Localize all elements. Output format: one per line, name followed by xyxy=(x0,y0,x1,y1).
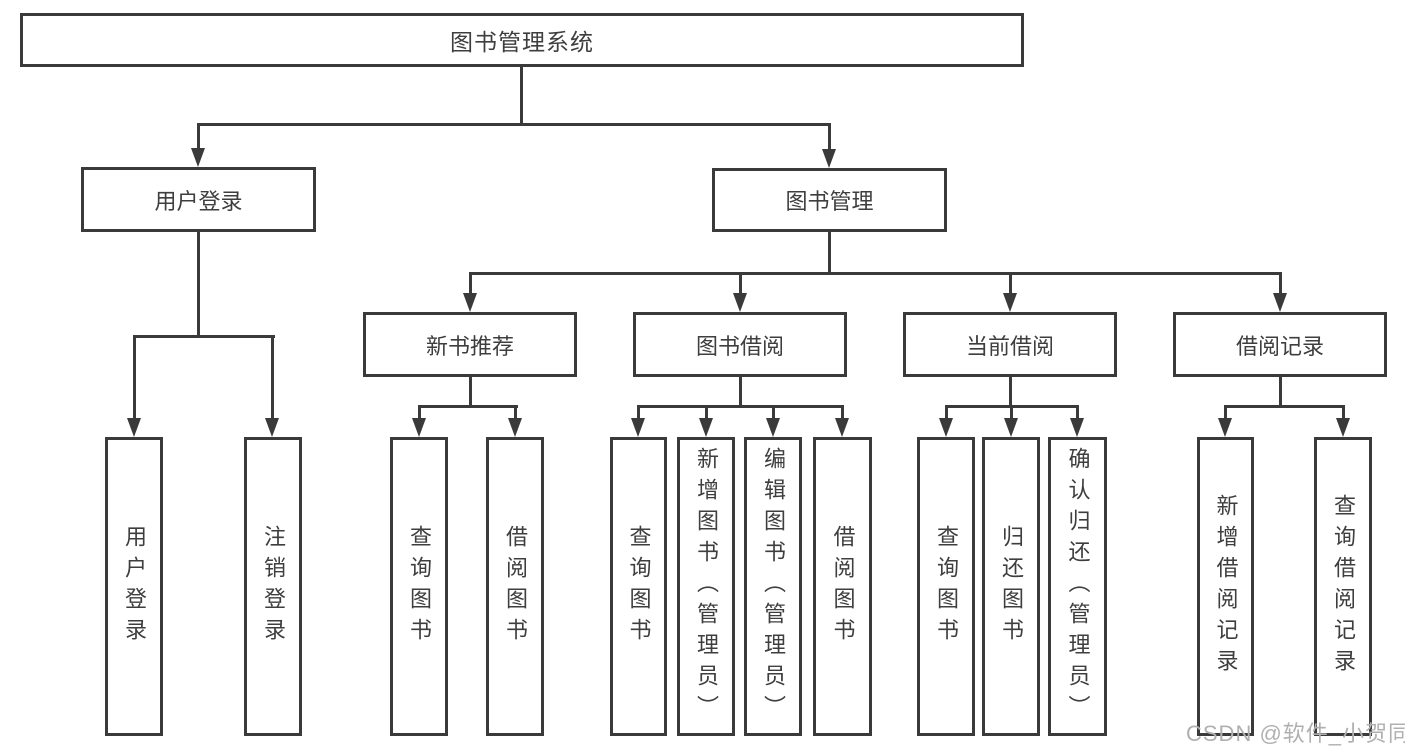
node-nbr-borrow-books-label: 借阅图书 xyxy=(503,524,528,649)
connector-line xyxy=(1224,405,1227,420)
arrowhead-icon xyxy=(733,293,747,312)
node-borrow-records: 借阅记录 xyxy=(1173,312,1387,377)
arrowhead-icon xyxy=(265,418,279,437)
node-cb-confirm-return-admin-label: 确认归还（管理员） xyxy=(1065,447,1091,726)
node-bb-query-books: 查询图书 xyxy=(610,437,667,736)
arrowhead-icon xyxy=(191,148,205,167)
node-cb-return-books-label: 归还图书 xyxy=(999,524,1024,649)
connector-line xyxy=(1279,375,1282,407)
connector-line xyxy=(469,274,472,295)
arrowhead-icon xyxy=(835,418,849,437)
connector-line xyxy=(739,274,742,295)
connector-line xyxy=(637,405,844,408)
connector-line xyxy=(1009,274,1012,295)
node-br-add-record: 新增借阅记录 xyxy=(1197,437,1254,736)
connector-line xyxy=(133,335,275,338)
arrowhead-icon xyxy=(1070,418,1084,437)
arrowhead-icon xyxy=(631,418,645,437)
node-book-mgmt: 图书管理 xyxy=(712,168,947,232)
node-nbr-borrow-books: 借阅图书 xyxy=(486,437,544,736)
connector-line xyxy=(418,405,421,420)
connector-line xyxy=(197,123,831,126)
connector-line xyxy=(841,405,844,420)
connector-line xyxy=(133,335,136,420)
node-br-query-record: 查询借阅记录 xyxy=(1314,437,1372,736)
node-user-login-label: 用户登录 xyxy=(154,188,243,214)
connector-line xyxy=(197,230,200,338)
node-login: 用户登录 xyxy=(105,437,163,736)
node-logout: 注销登录 xyxy=(244,437,302,736)
node-nbr-query-books: 查询图书 xyxy=(390,437,448,736)
arrowhead-icon xyxy=(508,418,522,437)
node-current-borrow: 当前借阅 xyxy=(903,312,1117,377)
node-cb-confirm-return-admin: 确认归还（管理员） xyxy=(1048,437,1107,736)
arrowhead-icon xyxy=(1273,293,1287,312)
connector-line xyxy=(418,405,518,408)
csdn-watermark: CSDN @软件_小贺同学 xyxy=(1186,721,1405,746)
arrowhead-icon xyxy=(699,418,713,437)
connector-line xyxy=(739,375,742,407)
node-br-query-record-label: 查询借阅记录 xyxy=(1331,493,1356,680)
arrowhead-icon xyxy=(463,293,477,312)
node-new-book-rec-label: 新书推荐 xyxy=(425,333,514,359)
node-logout-label: 注销登录 xyxy=(261,524,286,649)
connector-line xyxy=(945,405,948,420)
node-br-add-record-label: 新增借阅记录 xyxy=(1213,493,1239,680)
node-current-borrow-label: 当前借阅 xyxy=(965,333,1054,359)
arrowhead-icon xyxy=(939,418,953,437)
arrowhead-icon xyxy=(1004,418,1018,437)
node-book-borrow: 图书借阅 xyxy=(633,312,847,377)
connector-line xyxy=(637,405,640,420)
node-cb-query-books-label: 查询图书 xyxy=(934,524,959,649)
node-book-borrow-label: 图书借阅 xyxy=(695,333,784,359)
connector-line xyxy=(1224,405,1345,408)
arrowhead-icon xyxy=(412,418,426,437)
connector-line xyxy=(1010,405,1013,420)
connector-line xyxy=(520,65,523,126)
node-root: 图书管理系统 xyxy=(20,13,1024,67)
node-bb-edit-books-admin: 编辑图书（管理员） xyxy=(744,437,802,736)
connector-line xyxy=(1279,274,1282,295)
node-bb-edit-books-admin-label: 编辑图书（管理员） xyxy=(761,447,786,726)
node-cb-query-books: 查询图书 xyxy=(917,437,975,736)
connector-line xyxy=(469,272,1282,275)
node-user-login: 用户登录 xyxy=(81,167,316,232)
node-cb-return-books: 归还图书 xyxy=(982,437,1040,736)
arrowhead-icon xyxy=(1218,418,1232,437)
connector-line xyxy=(271,335,274,420)
node-bb-borrow-books-label: 借阅图书 xyxy=(830,524,856,649)
arrowhead-icon xyxy=(822,149,836,168)
connector-line xyxy=(1076,405,1079,420)
connector-line xyxy=(828,125,831,151)
node-borrow-records-label: 借阅记录 xyxy=(1235,333,1324,359)
node-book-mgmt-label: 图书管理 xyxy=(785,189,874,214)
connector-line xyxy=(197,125,200,150)
node-bb-add-books-admin-label: 新增图书（管理员） xyxy=(694,447,719,726)
node-bb-add-books-admin: 新增图书（管理员） xyxy=(677,437,735,736)
arrowhead-icon xyxy=(127,418,141,437)
node-bb-borrow-books: 借阅图书 xyxy=(813,437,872,736)
connector-line xyxy=(772,405,775,420)
node-login-label: 用户登录 xyxy=(122,524,147,649)
node-nbr-query-books-label: 查询图书 xyxy=(407,524,432,649)
node-root-label: 图书管理系统 xyxy=(450,29,594,55)
node-new-book-rec: 新书推荐 xyxy=(363,312,577,377)
node-bb-query-books-label: 查询图书 xyxy=(626,524,652,649)
arrowhead-icon xyxy=(766,418,780,437)
arrowhead-icon xyxy=(1003,293,1017,312)
connector-line xyxy=(828,230,831,275)
connector-line xyxy=(1009,375,1012,407)
connector-line xyxy=(469,375,472,407)
connector-line xyxy=(514,405,517,420)
arrowhead-icon xyxy=(1336,418,1350,437)
connector-line xyxy=(705,405,708,420)
connector-line xyxy=(1342,405,1345,420)
